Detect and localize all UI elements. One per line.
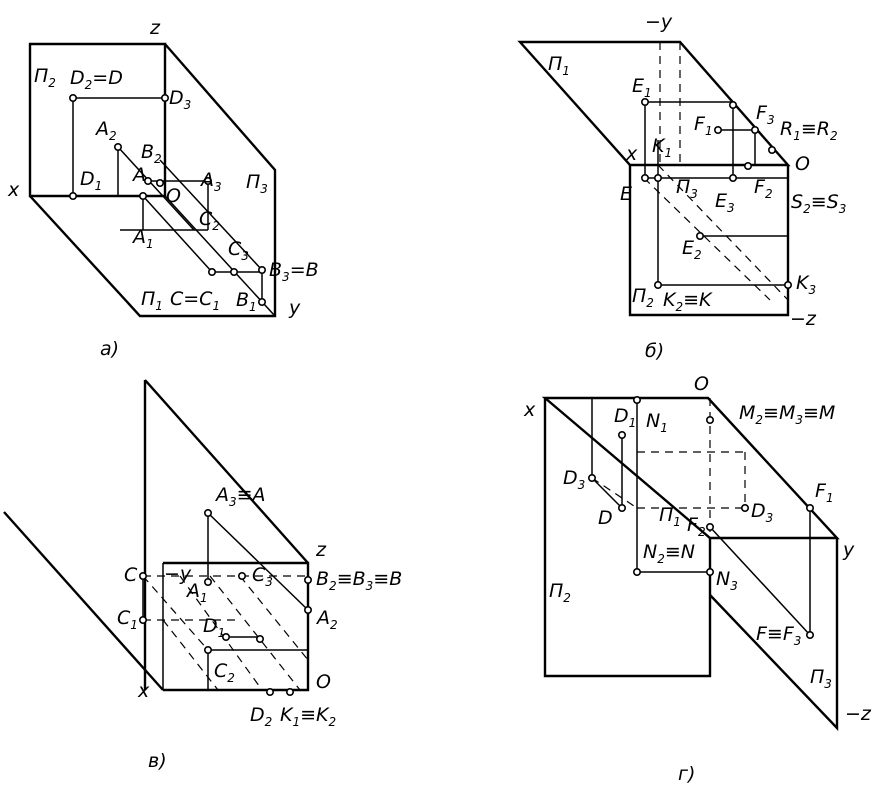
label-b-p3: Π3 (676, 176, 698, 201)
label-b-e: E (620, 183, 632, 205)
label-d-d: D (598, 507, 613, 529)
label-d-d3a: D3 (563, 467, 585, 492)
label-a-d3: D3 (169, 87, 191, 112)
label-a-z: z (149, 17, 161, 39)
label-a-c2: C2 (199, 208, 220, 233)
label-b-p1: Π1 (548, 53, 570, 78)
label-c-k1k2: K1≡K2 (280, 704, 336, 729)
label-c-z: z (315, 539, 327, 561)
caption-c: в) (148, 750, 167, 772)
label-c-c1: C1 (117, 607, 138, 632)
label-a-a2: A2 (94, 118, 117, 143)
label-c-a2: A2 (315, 607, 338, 632)
label-c-c2: C2 (214, 660, 235, 685)
label-a-c3: C3 (228, 238, 249, 263)
label-b-s2s3: S2≡S3 (791, 191, 846, 216)
label-d-ff3: F≡F3 (756, 623, 801, 648)
label-b-f2: F2 (754, 176, 773, 201)
label-d-p2: Π2 (549, 580, 571, 605)
label-d-n3: N3 (716, 568, 738, 593)
hidden-lines (142, 575, 309, 691)
plane-p3 (709, 538, 839, 731)
label-c-o: O (316, 671, 331, 693)
label-d-d1: D1 (614, 405, 636, 430)
label-b-k1: K1 (652, 135, 672, 160)
label-d-m: M2≡M3≡M (739, 402, 835, 427)
label-a-cc1: C=C1 (170, 288, 220, 313)
label-d-d3b: D3 (751, 500, 773, 525)
label-b-k3: K3 (796, 272, 816, 297)
label-a-b3b: B3=B (269, 259, 319, 284)
label-d-p1: Π1 (659, 504, 681, 529)
proj-lines-a (207, 512, 309, 611)
plane-p2 (543, 398, 712, 678)
label-b-k2k: K2≡K (663, 289, 713, 314)
label-a-y: y (288, 297, 301, 319)
label-c-a1: A1 (185, 580, 208, 605)
label-c-c3: C3 (252, 564, 273, 589)
plane-p2 (628, 165, 790, 317)
label-b-e3: E3 (715, 190, 735, 215)
proj-lines-e (644, 101, 788, 179)
hidden-lines (591, 398, 746, 538)
label-b-f3: F3 (756, 102, 775, 127)
label-d-p3: Π3 (810, 666, 832, 691)
label-b-mz: −z (790, 308, 817, 330)
plane-p1 (3, 511, 164, 691)
label-c-a3a: A3≡A (214, 484, 266, 509)
label-c-b2b3b: B2≡B3≡B (316, 568, 402, 593)
label-b-r1r2: R1≡R2 (780, 118, 838, 143)
caption-a: а) (100, 338, 119, 360)
label-b-o: O (795, 153, 810, 175)
label-a-a3: A3 (199, 169, 222, 194)
label-d-o: O (694, 373, 709, 395)
plane-p3 (143, 379, 309, 690)
label-a-o: O (166, 185, 181, 207)
label-b-p2: Π2 (632, 285, 654, 310)
label-b-my: −y (645, 11, 673, 33)
proj-lines-k (657, 140, 788, 286)
label-d-f2: F2 (687, 514, 706, 539)
label-d-y: y (842, 539, 855, 561)
caption-b: б) (645, 340, 664, 362)
label-a-d2d: D2=D (70, 67, 123, 92)
proj-lines-f (718, 129, 756, 165)
label-b-f1: F1 (694, 113, 713, 138)
label-d-x: x (523, 399, 536, 421)
proj-lines-d (72, 97, 165, 196)
label-c-c: C (124, 564, 138, 586)
label-b-e1: E1 (632, 75, 652, 100)
label-d-f1: F1 (815, 480, 834, 505)
label-a-a: A (131, 164, 146, 186)
label-b-e2: E2 (682, 237, 702, 262)
label-a-d1: D1 (80, 168, 102, 193)
label-b-x: x (625, 143, 638, 165)
label-a-x: x (7, 179, 20, 201)
plane-p2 (163, 561, 310, 692)
label-a-b1: B1 (236, 289, 257, 314)
label-c-d1: D1 (203, 615, 225, 640)
proj-lines-c (142, 576, 308, 690)
label-a-p2: Π2 (34, 65, 56, 90)
label-d-mz: −z (845, 703, 872, 725)
label-c-d2: D2 (250, 704, 272, 729)
caption-d: г) (678, 763, 695, 785)
axis-y-edge (164, 195, 276, 317)
proj-lines-f (709, 508, 811, 636)
proj-lines-n (636, 398, 710, 573)
label-c-my: −y (164, 563, 192, 585)
label-a-b2: B2 (141, 141, 162, 166)
hidden-lines (643, 42, 789, 301)
label-a-p1: Π1 (141, 288, 163, 313)
label-a-a1: A1 (131, 226, 154, 251)
label-a-p3: Π3 (246, 171, 268, 196)
label-d-n1: N1 (646, 410, 668, 435)
label-c-x: x (137, 680, 150, 702)
label-d-n2n: N2≡N (643, 541, 695, 566)
